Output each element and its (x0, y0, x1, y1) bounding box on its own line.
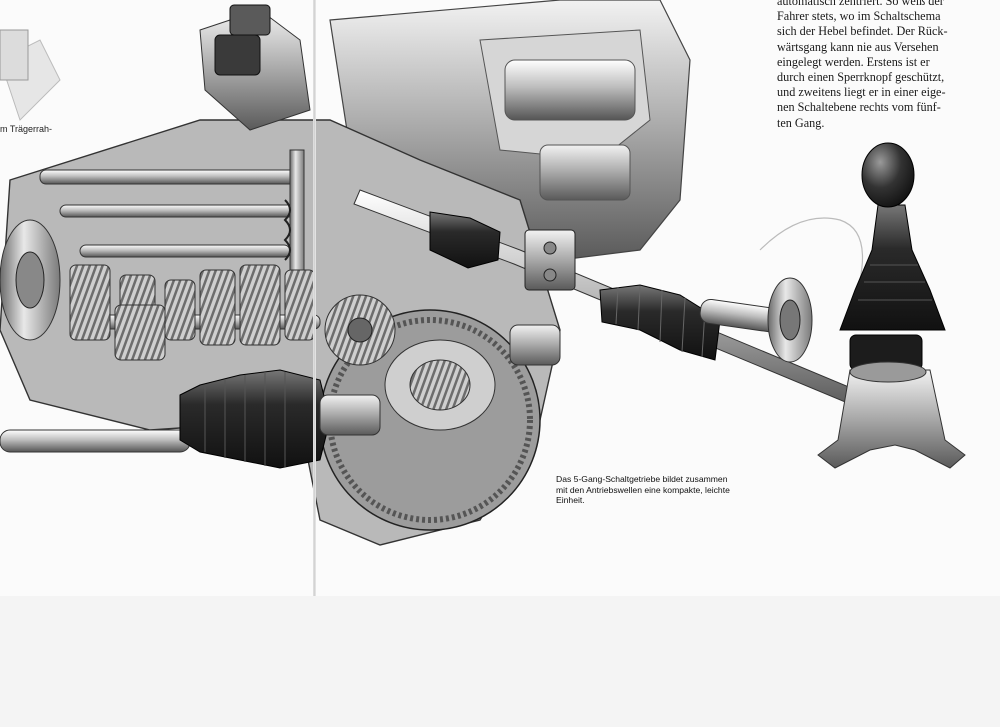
scanned-page-spread: m Trägerrah- automatisch zentriert. So w… (0, 0, 977, 596)
body-text-line: Fahrer stets, wo im Schaltschema (777, 9, 941, 24)
gearbox-cutaway-illustration (0, 0, 966, 546)
body-text-line: nen Schaltebene rechts vom fünf- (777, 100, 941, 115)
body-text-line: wärtsgang kann nie aus Versehen (777, 39, 939, 54)
body-text-line: durch einen Sperrknopf geschützt, (777, 70, 945, 85)
figure-caption: Das 5-Gang-Schaltgetriebe bildet zusamme… (556, 474, 746, 506)
left-page-caption-fragment: m Trägerrah- (0, 124, 53, 134)
scanner-bed-background (0, 596, 1000, 727)
body-text-column: automatisch zentriert. So weiß der Fahre… (777, 0, 977, 131)
body-text-line: eingelegt werden. Erstens ist er (777, 54, 930, 69)
body-text-line: und zweitens liegt er in einer eige- (777, 85, 946, 100)
page-gutter (313, 0, 316, 596)
figure-caption-line: Einheit. (556, 495, 585, 506)
body-text-line: sich der Hebel befindet. Der Rück- (777, 24, 948, 39)
figure-caption-line: Das 5-Gang-Schaltgetriebe bildet zusamme… (556, 474, 728, 484)
figure-caption-line: mit den Antriebswellen eine kompakte, le… (556, 484, 730, 495)
body-text-line: automatisch zentriert. So weiß der (777, 0, 944, 8)
body-text-line: ten Gang. (777, 115, 825, 130)
